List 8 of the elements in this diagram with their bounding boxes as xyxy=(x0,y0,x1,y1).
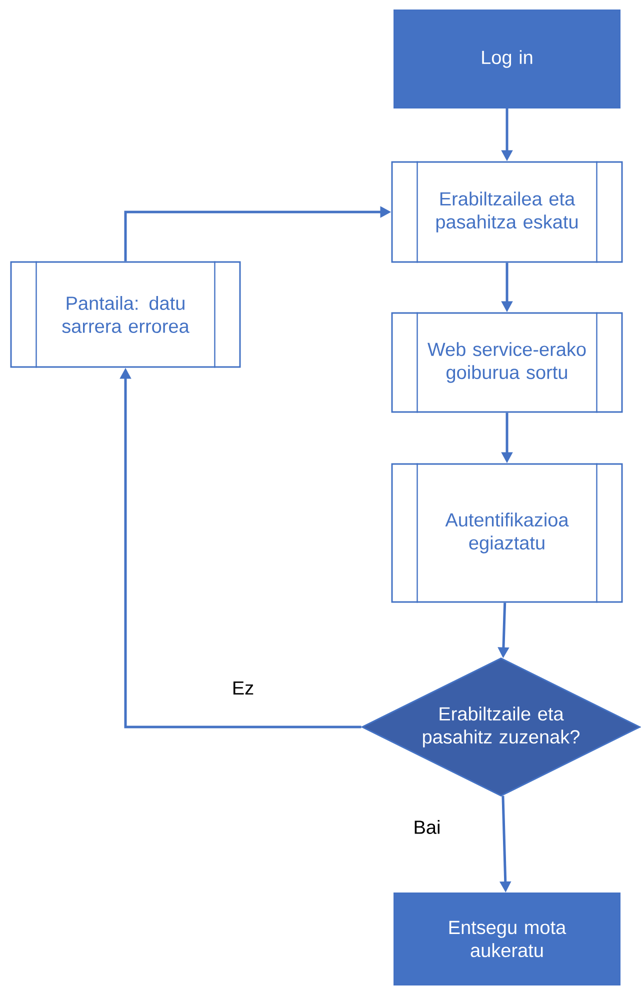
terminal-box: Log in xyxy=(394,10,620,108)
subprocess-box: Pantaila: datu sarrera errorea xyxy=(10,261,241,368)
subprocess-box: Autentifikazioa egiaztatu xyxy=(391,463,623,603)
edge-label: Ez xyxy=(230,680,256,696)
terminal-box: Entsegu mota aukeratu xyxy=(394,892,620,986)
subprocess-box: Web service-erako goiburua sortu xyxy=(391,312,623,413)
subprocess-box: Erabiltzailea eta pasahitza eskatu xyxy=(391,161,623,263)
edge-label: Bai xyxy=(412,819,442,835)
